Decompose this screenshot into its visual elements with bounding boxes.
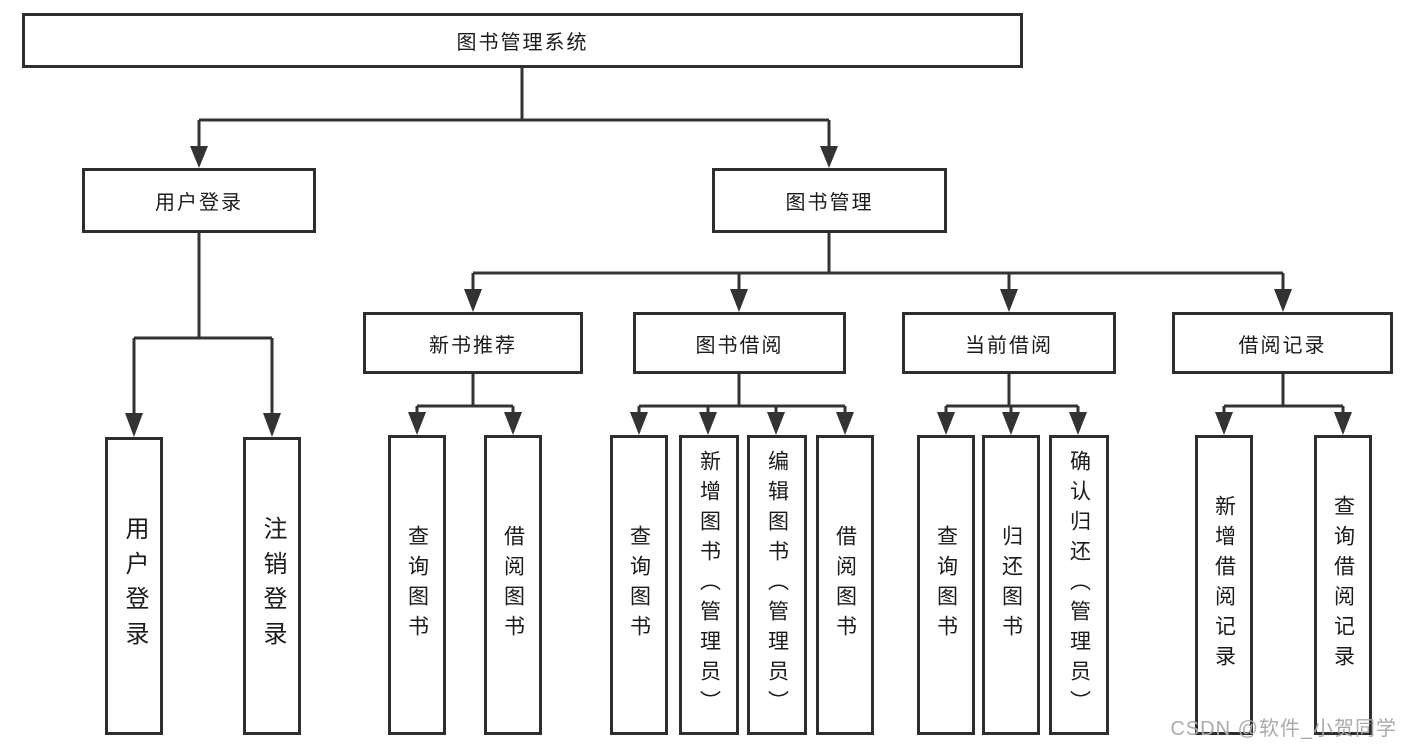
node-user-login-branch: 用户登录 — [82, 168, 316, 233]
node-edit-book-admin: 编辑图书（管理员） — [747, 435, 807, 735]
node-return-book: 归还图书 — [982, 435, 1040, 735]
node-label: 新增借阅记录 — [1212, 495, 1236, 675]
node-query-books-recommend: 查询图书 — [388, 435, 446, 735]
node-current-borrowing: 当前借阅 — [902, 312, 1116, 374]
node-new-book-recommendation: 新书推荐 — [363, 312, 583, 374]
node-label: 查询图书 — [627, 525, 651, 645]
node-user-login-leaf: 用户登录 — [105, 437, 163, 735]
node-label: 注销登录 — [259, 516, 286, 656]
node-label: 借阅记录 — [1238, 334, 1327, 357]
node-query-books-current: 查询图书 — [917, 435, 975, 735]
node-add-borrow-record: 新增借阅记录 — [1195, 435, 1253, 735]
node-label: 编辑图书（管理员） — [765, 450, 789, 720]
node-label: 确认归还（管理员） — [1067, 450, 1091, 720]
node-library-management-system: 图书管理系统 — [22, 13, 1023, 68]
node-logout-leaf: 注销登录 — [243, 437, 301, 735]
node-label: 查询图书 — [934, 525, 958, 645]
node-label: 图书管理 — [785, 192, 874, 214]
node-book-borrowing: 图书借阅 — [633, 312, 846, 374]
node-confirm-return-admin: 确认归还（管理员） — [1049, 435, 1109, 735]
node-query-books-borrowing: 查询图书 — [610, 435, 668, 735]
node-label: 新增图书（管理员） — [697, 450, 721, 720]
node-add-book-admin: 新增图书（管理员） — [679, 435, 739, 735]
node-label: 新书推荐 — [429, 334, 517, 357]
node-label: 借阅图书 — [833, 525, 857, 645]
node-label: 借阅图书 — [501, 525, 525, 645]
node-label: 归还图书 — [999, 525, 1023, 645]
node-label: 查询图书 — [405, 525, 429, 645]
node-label: 图书管理系统 — [456, 32, 589, 54]
node-borrow-books-leaf: 借阅图书 — [816, 435, 874, 735]
node-label: 图书借阅 — [695, 334, 784, 357]
node-borrow-books-recommend: 借阅图书 — [484, 435, 542, 735]
node-label: 查询借阅记录 — [1331, 495, 1355, 675]
node-book-management-branch: 图书管理 — [712, 168, 947, 233]
node-borrowing-records: 借阅记录 — [1172, 312, 1393, 374]
node-query-borrow-record: 查询借阅记录 — [1314, 435, 1372, 735]
node-label: 当前借阅 — [965, 334, 1053, 357]
node-label: 用户登录 — [121, 516, 148, 656]
node-label: 用户登录 — [155, 192, 243, 214]
csdn-watermark: CSDN @软件_小贺同学 — [1170, 718, 1397, 740]
